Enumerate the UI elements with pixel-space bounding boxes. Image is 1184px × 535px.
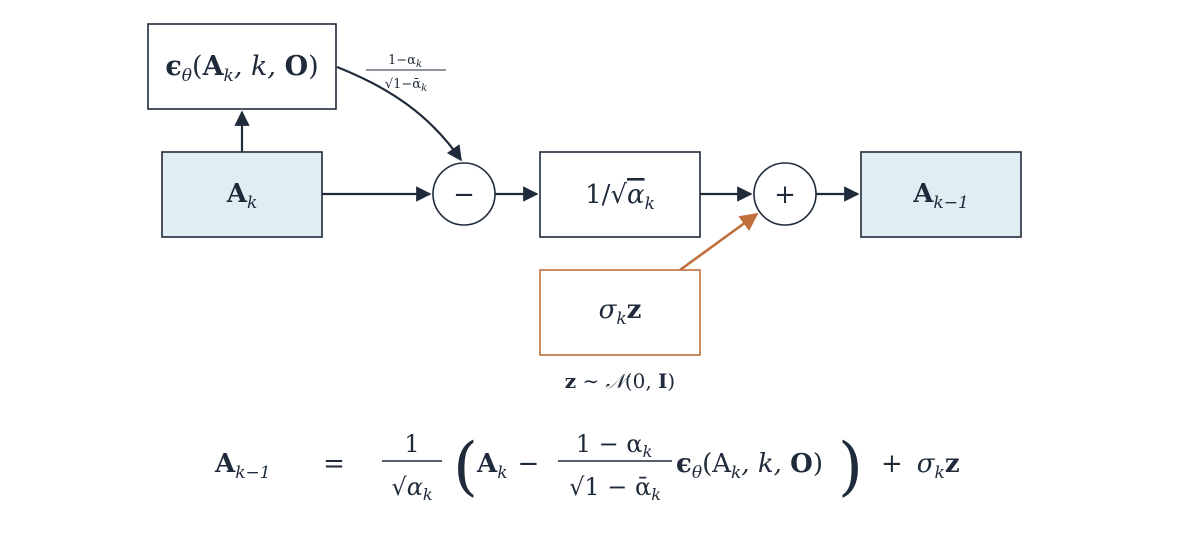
svg-text:=: = [323, 449, 345, 479]
svg-text:): ) [838, 430, 863, 504]
minus-node: − [432, 162, 496, 226]
noise-distribution-label: z ∼ 𝒩(0, I) [565, 369, 675, 393]
eps-symbol: ϵ [165, 51, 181, 82]
svg-text:Ak−1: Ak−1 [912, 179, 969, 213]
noise-box: σkz [539, 269, 701, 356]
state-ak-box: Ak [161, 151, 323, 238]
svg-text:1/√αk: 1/√αk [585, 180, 655, 214]
svg-text:ϵθ(Ak, k, O): ϵθ(Ak, k, O) [676, 449, 823, 483]
scale-box: 1/√αk [539, 151, 701, 238]
svg-text:1: 1 [404, 430, 419, 458]
svg-text:(: ( [453, 430, 478, 504]
svg-text:−: − [453, 180, 475, 210]
svg-text:ϵθ(Ak, k, O): ϵθ(Ak, k, O) [165, 51, 318, 86]
svg-text:√1−ᾱk: √1−ᾱk [385, 77, 427, 94]
svg-text:√1 − ᾱk: √1 − ᾱk [569, 473, 661, 504]
arrow-noise-to-plus [679, 212, 759, 272]
svg-text:+: + [774, 180, 796, 210]
svg-text:Ak−: Ak− [476, 449, 539, 483]
arrow-eps-to-minus [336, 65, 462, 162]
svg-text:1−αk: 1−αk [388, 53, 422, 70]
svg-text:σkz: σkz [599, 295, 642, 329]
svg-text:1 − αk: 1 − αk [576, 430, 653, 461]
svg-text:Ak: Ak [226, 179, 258, 213]
epsilon-network-box: ϵθ(Ak, k, O) [147, 23, 337, 110]
svg-text:√αk: √αk [391, 473, 432, 504]
update-equation: Ak−1 = 1 √αk ( Ak− 1 − αk √1 − ᾱk ϵθ(Ak,… [214, 430, 960, 504]
state-ak-minus-1-box: Ak−1 [860, 151, 1022, 238]
svg-text:+σkz: +σkz [881, 449, 960, 483]
plus-node: + [753, 162, 817, 226]
edge-coefficient-label: 1−αk √1−ᾱk [366, 53, 446, 94]
svg-text:Ak−1: Ak−1 [214, 449, 271, 483]
